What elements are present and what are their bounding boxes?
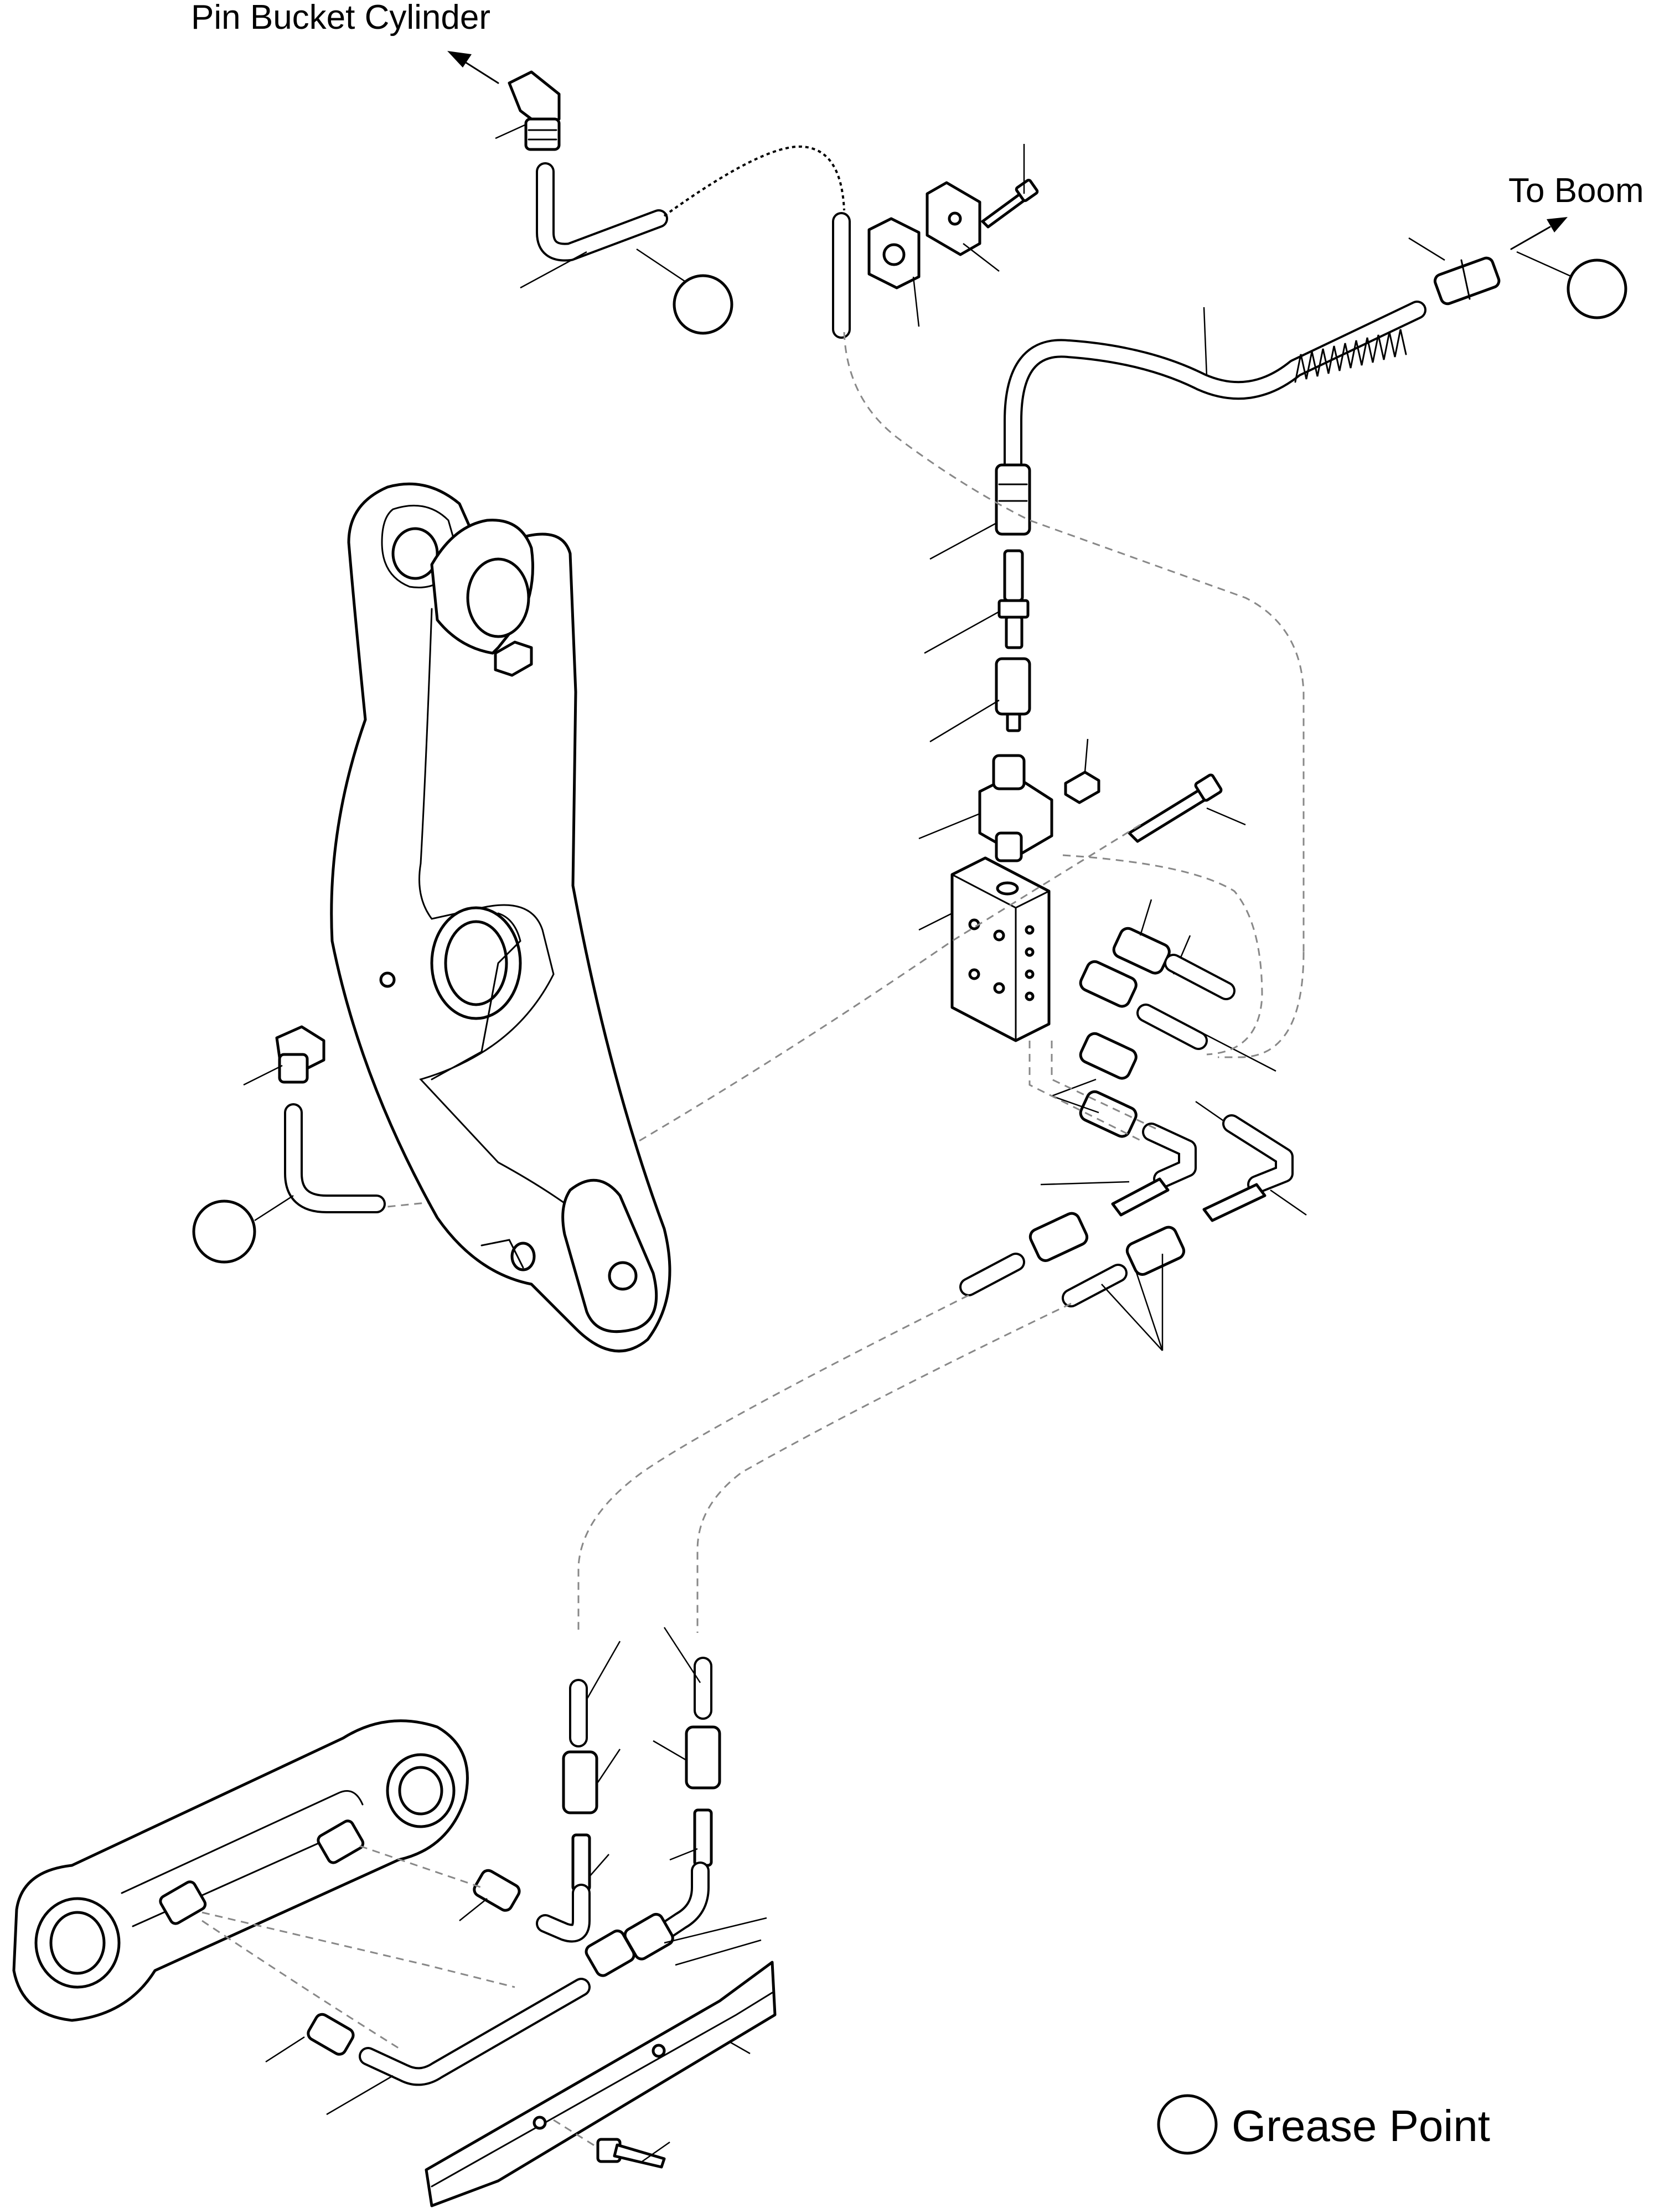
straight-adapter [1079,927,1171,1138]
leader-line [1051,1095,1099,1114]
leader-line [1270,1189,1307,1216]
leader-line [1139,899,1152,936]
label-pin-bucket-cylinder: Pin Bucket Cylinder [191,0,490,37]
leader-line [1206,807,1246,826]
leader-line [912,276,920,327]
leader-line [520,251,587,289]
leader-line [1134,1267,1164,1351]
hose-end-fitting [995,463,1031,536]
nut-fitting [1028,1212,1186,1276]
legend-label: Grease Point [1232,2101,1490,2150]
tube-elbow [536,1861,710,1943]
reducer-fitting [995,657,1031,732]
leader-line [663,1627,701,1683]
tee-fitting [978,754,1053,862]
leader-line [597,1749,621,1783]
elbow-fitting-left [275,1025,325,1084]
legend: Grease Point [1157,2094,1490,2155]
hidden-tube-path [663,145,845,217]
hidden-line [201,1920,399,2049]
leader-line [664,1917,767,1944]
leader-line [459,1898,488,1921]
leader-line [326,2075,394,2116]
nipple-fitting [1111,1177,1267,1222]
leader-line [1408,237,1445,261]
guard-plate [425,1961,777,2207]
flexible-hose [1004,301,1426,497]
bolt-top [981,178,1039,229]
hidden-line [1028,1041,1141,1141]
bell-crank-link [330,482,671,1353]
hidden-line [696,1302,1072,1633]
short-tube [959,1253,1128,1307]
leader-line [963,243,1000,272]
elbow-fitting-top [508,70,561,151]
leader-line [924,611,1000,654]
long-bolt [1128,773,1223,843]
bent-tube-top [536,162,668,262]
short-tube [1136,954,1236,1050]
arrow-icon [447,51,499,84]
hidden-line [359,1845,482,1889]
hidden-line [843,332,1305,952]
hidden-line [1062,854,1263,1056]
grease-point-circle-icon [1157,2094,1218,2155]
leader-line [586,1641,621,1700]
hidden-line [1218,952,1305,1058]
leader-line [669,1848,698,1861]
leader-line [918,912,953,931]
leader-line [1195,1028,1276,1072]
bent-tube-bottom [359,1978,591,2086]
leader-line [1040,1181,1130,1186]
pipe-clamp [867,181,981,289]
hidden-line [201,1911,515,1988]
union-fitting [585,1912,674,1977]
leader-line [265,2036,305,2063]
hidden-line [553,2119,598,2149]
leader-line [1203,307,1208,377]
leader-line [495,123,526,139]
bent-tube-left [284,1103,386,1213]
nipple-fitting [571,1808,713,1892]
leader-line [730,2041,751,2055]
straight-adapter [307,1869,521,2056]
leader-line [1084,738,1089,773]
leader-line [589,1854,609,1877]
leader-line [929,522,997,560]
leader-line [1516,251,1573,278]
bolt-bottom [596,2138,666,2169]
leader-line [254,1195,294,1222]
grease-point-circle-icon [192,1199,256,1264]
leader-line [243,1064,283,1086]
label-to-boom: To Boom [1508,172,1644,210]
bucket-link [12,1719,469,2022]
leader-line [1051,1078,1097,1097]
nut-fitting [562,1725,721,1814]
leader-line [636,248,687,283]
leader-line [653,1740,687,1761]
arrow-icon [1510,217,1568,250]
leader-line [1101,1284,1163,1351]
leader-line [642,2141,670,2163]
grease-point-circle-icon [673,274,733,335]
tube-segment-vertical [569,1657,712,1747]
grease-point-circle-icon [1567,258,1627,319]
leader-line [675,1939,762,1966]
nipple-fitting [997,549,1030,649]
leader-line [929,699,1000,743]
leader-line [918,813,980,840]
grease-nipple [1064,771,1100,804]
tube-elbow [1142,1114,1294,1194]
distribution-block [950,856,1051,1042]
straight-connector-top [1433,256,1501,306]
